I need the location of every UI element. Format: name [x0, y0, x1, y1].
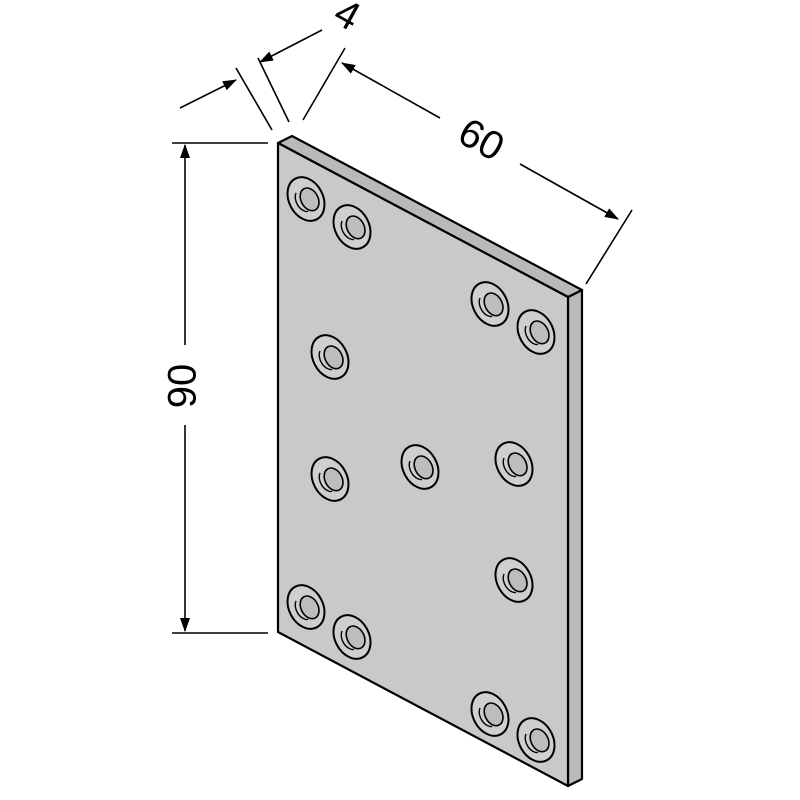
width-dimension-line-upper	[341, 62, 441, 119]
countersunk-hole	[310, 334, 350, 380]
countersunk-hole	[286, 584, 326, 630]
countersunk-hole	[332, 204, 372, 250]
hole-shadow-arc	[524, 733, 539, 754]
width-dimension-line-lower	[519, 163, 619, 220]
hole-shadow-arc	[408, 460, 423, 481]
countersunk-hole	[332, 614, 372, 660]
thickness-dimension-line-right	[259, 29, 323, 63]
hole-bore	[345, 215, 366, 240]
hole-bore	[507, 452, 528, 477]
hole-shadow-arc	[502, 573, 517, 594]
hole-shadow-arc	[340, 220, 355, 241]
hole-bore	[507, 568, 528, 593]
hole-shadow-arc	[318, 472, 333, 493]
width-extension-left	[302, 47, 346, 121]
hole-bore	[529, 728, 550, 753]
countersunk-hole	[494, 441, 534, 487]
hole-bore	[299, 187, 320, 212]
hole-bore	[345, 625, 366, 650]
hole-bore	[529, 320, 550, 345]
hole-shadow-arc	[340, 630, 355, 651]
countersunk-hole	[310, 456, 350, 502]
countersunk-hole	[516, 717, 556, 763]
hole-bore	[323, 467, 344, 492]
countersunk-hole	[516, 309, 556, 355]
hole-shadow-arc	[524, 325, 539, 346]
height-dimension: 90	[161, 142, 268, 634]
thickness-extension-outer	[235, 67, 273, 131]
hole-shadow-arc	[294, 600, 309, 621]
thickness-dimension-line-left	[179, 79, 237, 109]
height-label: 90	[161, 364, 205, 409]
width-extension-right	[585, 209, 633, 285]
hole-shadow-arc	[478, 297, 493, 318]
thickness-label: 4	[327, 0, 368, 40]
hole-bore	[483, 292, 504, 317]
countersunk-hole	[470, 281, 510, 327]
hole-bore	[413, 455, 434, 480]
hole-shadow-arc	[502, 457, 517, 478]
hole-bore	[323, 345, 344, 370]
countersunk-hole	[494, 557, 534, 603]
thickness-extension-inner	[257, 57, 290, 123]
countersunk-hole	[400, 444, 440, 490]
holes-group	[286, 176, 556, 763]
countersunk-hole	[286, 176, 326, 222]
plate-side-edge	[566, 288, 584, 788]
width-label: 60	[451, 110, 511, 170]
hole-shadow-arc	[294, 192, 309, 213]
hole-bore	[483, 702, 504, 727]
countersunk-hole	[470, 691, 510, 737]
hole-shadow-arc	[318, 350, 333, 371]
hole-bore	[299, 595, 320, 620]
hole-shadow-arc	[478, 707, 493, 728]
thickness-dimension: 4	[179, 0, 368, 131]
